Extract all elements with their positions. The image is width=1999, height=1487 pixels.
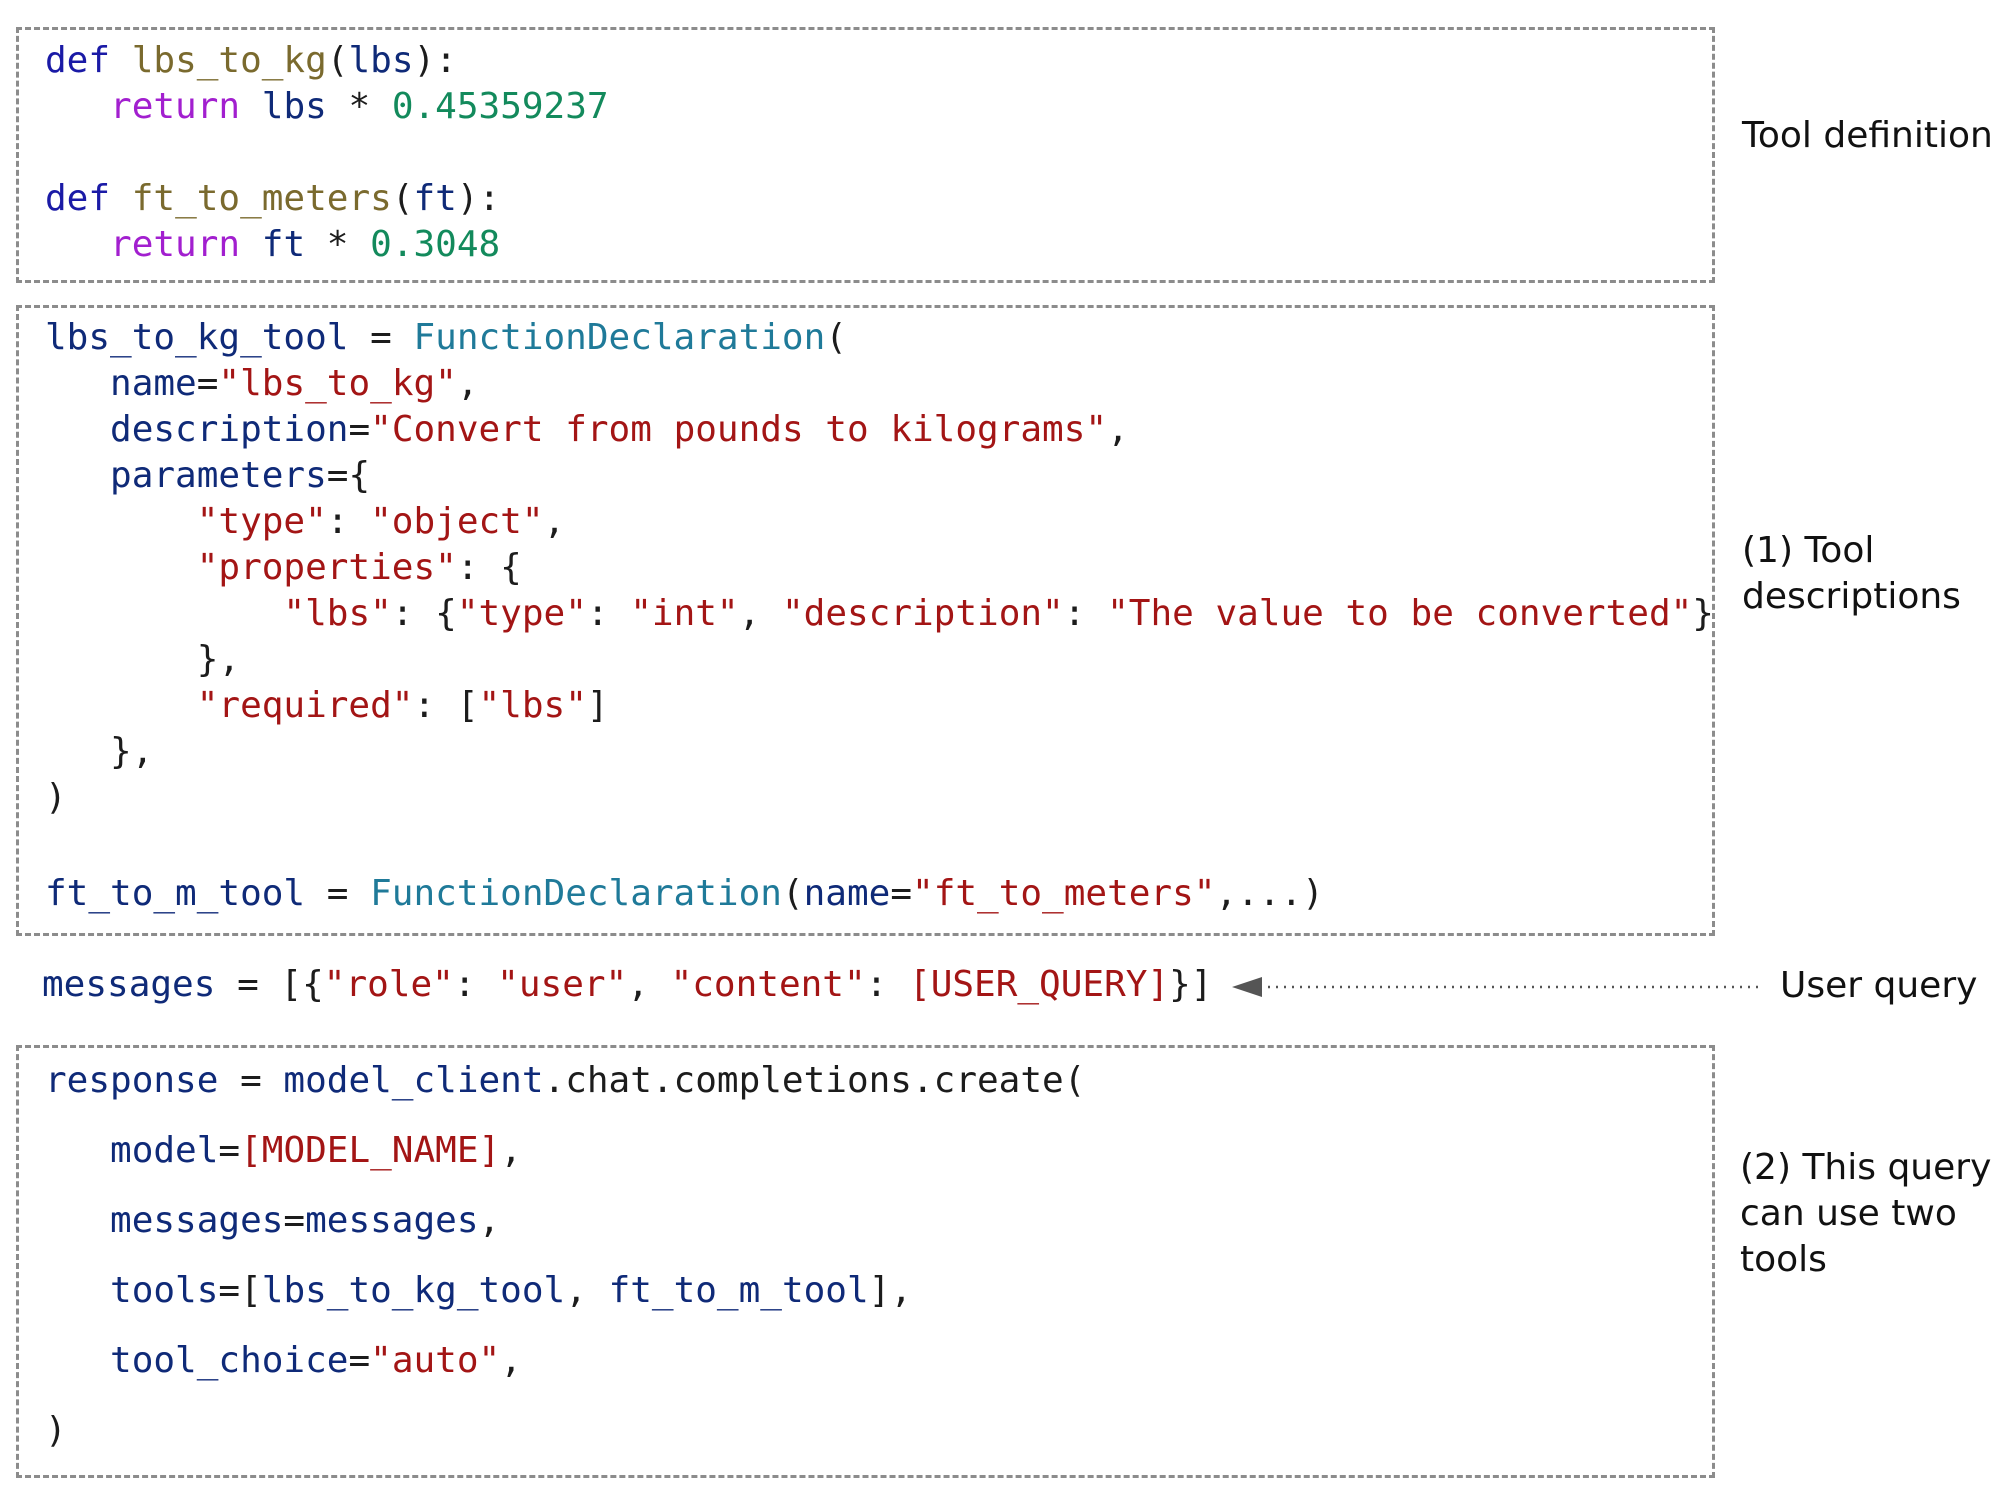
- user-query-label: User query: [1780, 965, 1978, 1006]
- two-tools-label: (2) This query can use two tools: [1740, 1147, 1992, 1280]
- code-line: "lbs": {"type": "int", "description": "T…: [283, 593, 1714, 634]
- code-line: "required": ["lbs"]: [196, 685, 609, 726]
- messages-line: messages = [{"role": "user", "content": …: [42, 964, 1213, 1005]
- code-line: "type": "object",: [196, 501, 566, 542]
- tool-definition-label: Tool definition: [1742, 115, 1993, 156]
- code-line: description="Convert from pounds to kilo…: [110, 409, 1129, 450]
- code-line: def lbs_to_kg(lbs):: [45, 40, 457, 81]
- code-line: tools=[lbs_to_kg_tool, ft_to_m_tool],: [110, 1270, 913, 1311]
- user-query-arrow: [1232, 977, 1760, 997]
- tool-definition-box: def lbs_to_kg(lbs): return lbs * 0.45359…: [16, 27, 1715, 283]
- code-line: response = model_client.chat.completions…: [45, 1060, 1086, 1101]
- code-line: def ft_to_meters(ft):: [45, 178, 501, 219]
- code-line: ft_to_m_tool = FunctionDeclaration(name=…: [45, 873, 1324, 914]
- code-line: return ft * 0.3048: [110, 224, 501, 265]
- code-line: tool_choice="auto",: [110, 1340, 522, 1381]
- code-line: ): [45, 777, 67, 818]
- code-line: ): [45, 1410, 67, 1451]
- tool-descriptions-label: (1) Tool descriptions: [1742, 530, 1961, 617]
- code-line: },: [110, 731, 154, 772]
- code-line: messages=messages,: [110, 1200, 501, 1241]
- code-line: return lbs * 0.45359237: [110, 86, 609, 127]
- code-line: lbs_to_kg_tool = FunctionDeclaration(: [45, 317, 847, 358]
- code-line: model=[MODEL_NAME],: [110, 1130, 522, 1171]
- code-line: },: [196, 639, 241, 680]
- model-call-box: response = model_client.chat.completions…: [16, 1045, 1715, 1478]
- code-line: parameters={: [110, 455, 371, 496]
- code-line: "properties": {: [196, 547, 522, 588]
- code-line: name="lbs_to_kg",: [110, 363, 479, 404]
- tool-descriptions-box: lbs_to_kg_tool = FunctionDeclaration( na…: [16, 305, 1715, 936]
- arrow-head: [1232, 977, 1262, 997]
